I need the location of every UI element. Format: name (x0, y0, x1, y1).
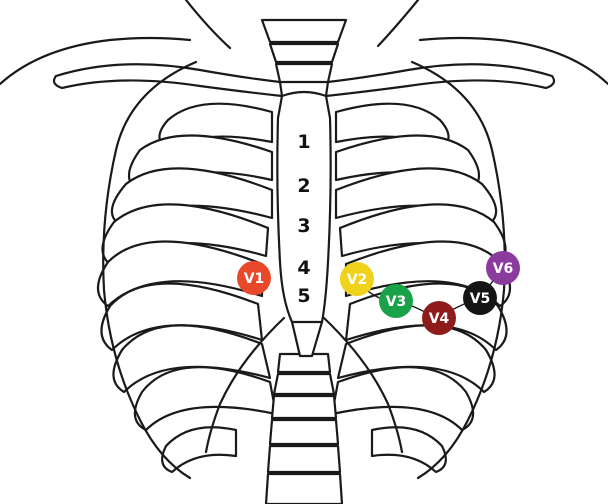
neck-right-outline (378, 0, 418, 46)
ics-label-5: 5 (297, 285, 310, 307)
ics-label-2: 2 (297, 175, 310, 197)
ics-label-4: 4 (297, 257, 310, 279)
lead-marker-v1: V1 (237, 261, 271, 295)
lead-marker-v2: V2 (340, 262, 374, 296)
lead-v4-label: V4 (429, 311, 450, 327)
lead-marker-v6: V6 (486, 251, 520, 285)
lead-marker-v5: V5 (463, 281, 497, 315)
lead-v3-label: V3 (386, 294, 407, 310)
neck-left-outline (186, 0, 230, 48)
lead-marker-v3: V3 (379, 284, 413, 318)
ics-label-1: 1 (297, 131, 310, 153)
ics-label-3: 3 (297, 215, 310, 237)
lead-v2-label: V2 (347, 272, 368, 288)
clavicle-right (326, 64, 554, 96)
clavicle-left (54, 64, 282, 96)
lead-marker-v4: V4 (422, 301, 456, 335)
lead-v1-label: V1 (244, 271, 265, 287)
lead-v6-label: V6 (493, 261, 514, 277)
lead-v5-label: V5 (470, 291, 491, 307)
xiphoid-process (292, 322, 322, 356)
